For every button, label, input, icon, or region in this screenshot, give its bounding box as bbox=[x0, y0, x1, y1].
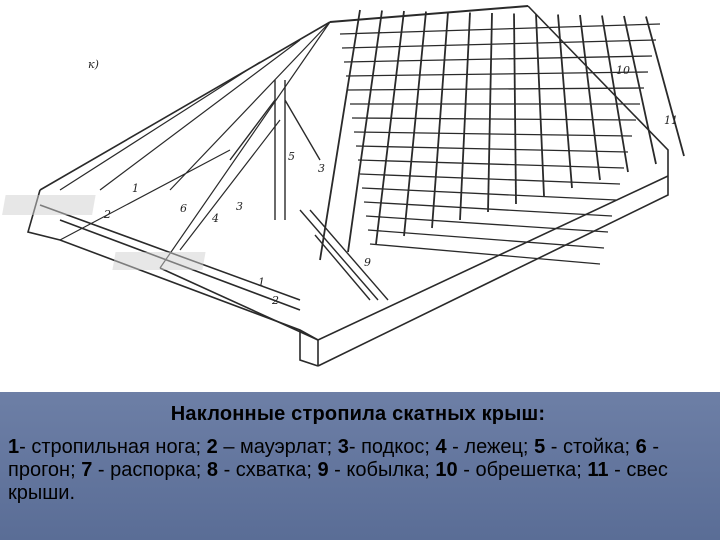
legend-text: схватка; bbox=[235, 459, 312, 481]
legend-separator: - bbox=[608, 459, 627, 481]
legend-separator: - bbox=[545, 436, 563, 458]
legend-item: 10 - обрешетка; bbox=[435, 459, 581, 481]
truss bbox=[229, 80, 389, 301]
legend-separator: - bbox=[218, 459, 236, 481]
gable-rafters bbox=[59, 21, 331, 269]
batten bbox=[357, 159, 625, 169]
batten bbox=[341, 39, 657, 49]
legend-text: свес крыши. bbox=[8, 459, 668, 504]
floor-texture-left bbox=[2, 195, 96, 215]
rafter bbox=[375, 10, 405, 245]
legend-text: стойка; bbox=[562, 436, 631, 458]
rafter bbox=[403, 11, 427, 237]
legend-item: 3- подкос; bbox=[338, 436, 430, 458]
batten bbox=[369, 243, 601, 265]
legend-item: 6 - прогон; bbox=[8, 436, 659, 481]
legend-item: 8 - схватка; bbox=[207, 459, 312, 481]
batten bbox=[351, 117, 637, 121]
legend-text: подкос; bbox=[361, 436, 430, 458]
legend-text: стропильная нога; bbox=[31, 436, 202, 458]
legend-separator: - bbox=[19, 436, 32, 458]
legend-number: 8 bbox=[206, 459, 219, 481]
batten bbox=[359, 173, 621, 185]
legend-number: 9 bbox=[317, 459, 329, 481]
batten bbox=[365, 215, 609, 233]
right-wall bbox=[299, 176, 669, 367]
batten bbox=[343, 55, 653, 63]
legend-number: 3 bbox=[337, 436, 349, 458]
batten bbox=[339, 23, 661, 35]
legend-separator: - bbox=[328, 459, 347, 481]
roof-rafters-drawing: к) 1 2 6 4 3 5 3 9 10 11 1 2 8 7 bbox=[2, 5, 685, 367]
legend-separator: - bbox=[92, 459, 111, 481]
legend-separator: – bbox=[217, 436, 241, 458]
rafter bbox=[319, 9, 361, 261]
rafter bbox=[347, 10, 383, 253]
batten bbox=[353, 131, 633, 137]
legend-text: мауэрлат; bbox=[240, 436, 333, 458]
rafters-right bbox=[319, 9, 685, 261]
label-2a: 2 bbox=[103, 208, 111, 221]
legend-item: 4 - лежец; bbox=[436, 436, 529, 458]
legend-item: 7 - распорка; bbox=[81, 459, 201, 481]
rafter bbox=[431, 11, 449, 229]
legend-number: 7 bbox=[81, 459, 93, 481]
legend-number: 1 bbox=[8, 436, 20, 458]
floor-texture-mid bbox=[112, 252, 206, 270]
label-6: 6 bbox=[180, 202, 187, 215]
legend-number: 11 bbox=[587, 459, 609, 481]
label-5: 5 bbox=[288, 150, 295, 163]
label-10: 10 bbox=[616, 64, 630, 77]
caption-title: Наклонные стропила скатных крыш: bbox=[170, 403, 546, 425]
batten bbox=[345, 71, 649, 77]
panel-letter: к) bbox=[88, 58, 99, 71]
rafter bbox=[579, 14, 601, 181]
rafter bbox=[557, 14, 573, 189]
legend-number: 10 bbox=[435, 459, 458, 481]
legend-separator: - bbox=[457, 459, 476, 481]
rafter bbox=[513, 13, 517, 205]
rafter bbox=[459, 12, 471, 221]
legend-separator: - bbox=[348, 436, 362, 458]
label-2b: 2 bbox=[271, 294, 279, 307]
batten bbox=[347, 87, 645, 91]
label-3b: 3 bbox=[318, 162, 325, 175]
right-slope-edge bbox=[527, 5, 669, 176]
label-4: 4 bbox=[211, 212, 219, 225]
legend-separator: - bbox=[646, 436, 659, 458]
legend-text: лежец; bbox=[464, 436, 529, 458]
legend-number: 2 bbox=[206, 436, 218, 458]
roof-frame bbox=[2, 5, 669, 367]
left-slope-edge bbox=[39, 21, 331, 191]
legend-text: распорка; bbox=[110, 459, 202, 481]
batten bbox=[367, 229, 605, 249]
legend-item: 5 - стойка; bbox=[534, 436, 630, 458]
legend-number: 5 bbox=[534, 436, 546, 458]
legend-item: 1- стропильная нога; bbox=[8, 436, 201, 458]
caption-legend: 1- стропильная нога; 2 – мауэрлат; 3- по… bbox=[8, 436, 708, 505]
legend-text: кобылка; bbox=[346, 459, 430, 481]
rafter bbox=[601, 15, 629, 173]
label-9: 9 bbox=[364, 256, 371, 269]
rafter bbox=[535, 13, 545, 197]
label-1b: 1 bbox=[258, 276, 265, 289]
rafter bbox=[645, 16, 685, 157]
legend-text: прогон; bbox=[8, 459, 76, 481]
legend-item: 9 - кобылка; bbox=[317, 459, 429, 481]
legend-separator: - bbox=[446, 436, 465, 458]
ridge bbox=[329, 5, 529, 23]
legend-item: 11 - свес крыши. bbox=[8, 459, 668, 504]
legend-text: обрешетка; bbox=[475, 459, 582, 481]
batten bbox=[355, 145, 629, 153]
rafter bbox=[623, 15, 657, 165]
legend-number: 4 bbox=[435, 436, 447, 458]
rafter bbox=[487, 12, 493, 213]
legend-item: 2 – мауэрлат; bbox=[207, 436, 333, 458]
caption-panel: Наклонные стропила скатных крыш: 1- стро… bbox=[0, 392, 720, 540]
label-1a: 1 bbox=[132, 182, 139, 195]
label-3a: 3 bbox=[236, 200, 243, 213]
label-11: 11 bbox=[664, 114, 678, 127]
legend-number: 6 bbox=[635, 436, 647, 458]
